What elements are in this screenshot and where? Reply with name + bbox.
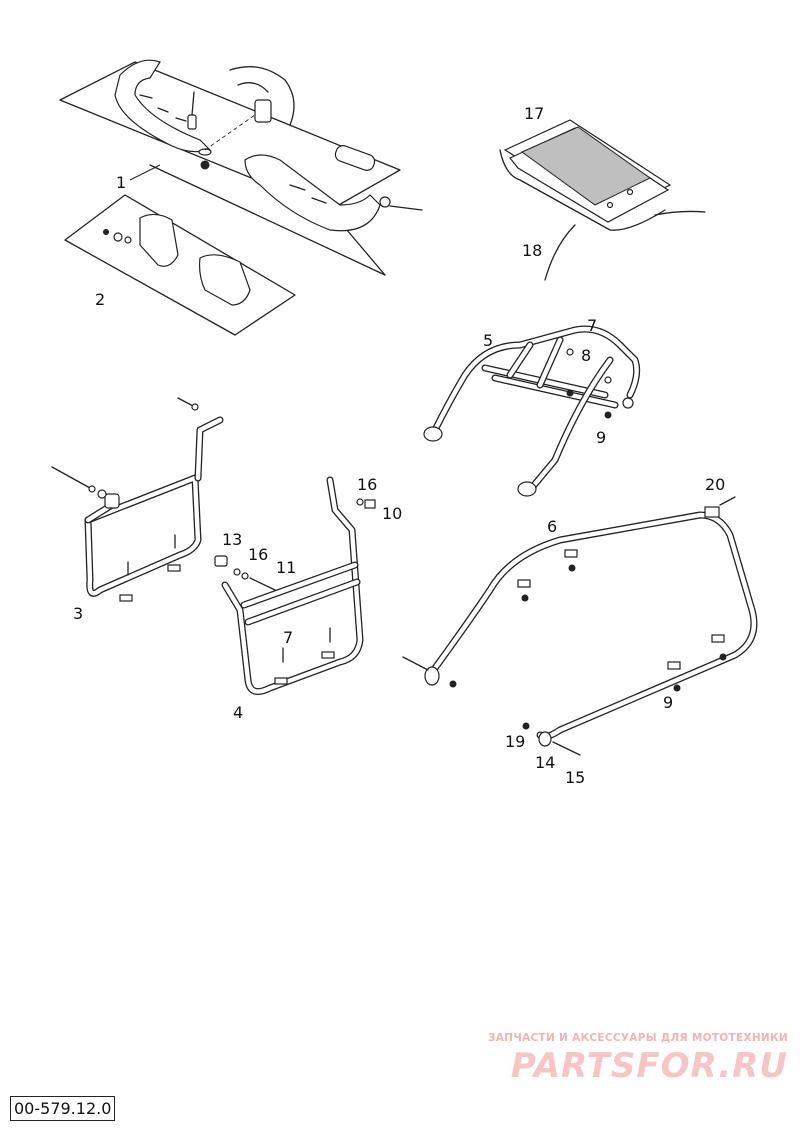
callout-2: 2 <box>95 290 106 309</box>
callout-13: 13 <box>222 530 243 549</box>
luggage-rack <box>423 325 641 497</box>
callout-3: 3 <box>73 604 84 623</box>
hand-guard-assembly <box>59 59 423 276</box>
callout-7-carrier: 7 <box>283 628 294 647</box>
callout-9-bar: 9 <box>663 693 674 712</box>
callout-20: 20 <box>705 475 726 494</box>
callout-14: 14 <box>535 753 556 772</box>
rack-pad-assembly <box>499 119 706 281</box>
callout-15: 15 <box>565 768 586 787</box>
watermark: ЗАПЧАСТИ И АКСЕССУАРЫ ДЛЯ МОТОТЕХНИКИ PA… <box>488 1032 788 1086</box>
callout-11: 11 <box>276 558 297 577</box>
callout-16-carrier: 16 <box>248 545 269 564</box>
callout-16-right: 16 <box>357 475 378 494</box>
diagram-reference-code: 00-579.12.0 <box>10 1096 116 1121</box>
side-carrier-right <box>214 476 376 696</box>
callout-17: 17 <box>524 104 545 123</box>
callout-9-rack: 9 <box>596 428 607 447</box>
watermark-brand: PARTSFOR.RU <box>510 1046 788 1086</box>
callout-6: 6 <box>547 517 558 536</box>
callout-5: 5 <box>483 331 494 350</box>
callout-8: 8 <box>581 346 592 365</box>
callout-19: 19 <box>505 732 526 751</box>
side-bar-frame <box>402 496 758 756</box>
callout-10: 10 <box>382 504 403 523</box>
callout-1: 1 <box>116 173 127 192</box>
callout-7-rack: 7 <box>587 316 598 335</box>
guard-plate-set <box>64 194 296 336</box>
side-carrier-left <box>51 397 224 602</box>
callout-18: 18 <box>522 241 543 260</box>
callout-4: 4 <box>233 703 244 722</box>
watermark-subtitle: ЗАПЧАСТИ И АКСЕССУАРЫ ДЛЯ МОТОТЕХНИКИ <box>488 1032 788 1044</box>
